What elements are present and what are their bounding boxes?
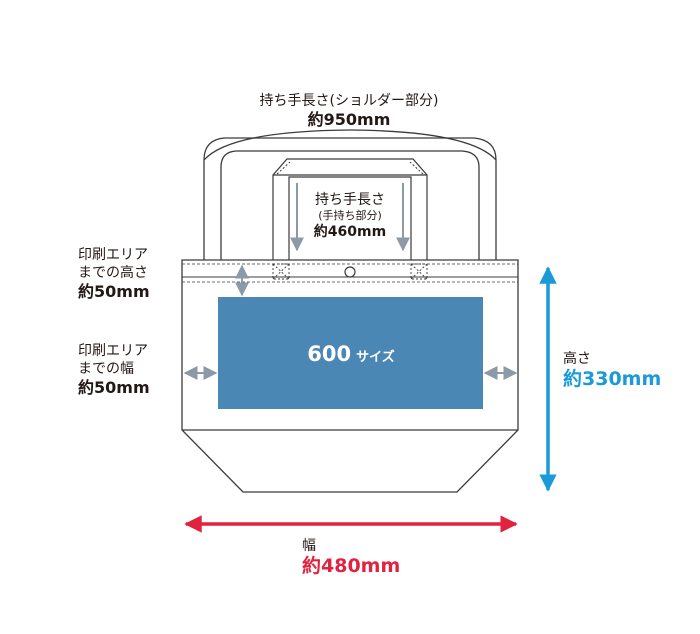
hand-handle-title: 持ち手長さ xyxy=(315,192,385,208)
print-area-unit: サイズ xyxy=(356,350,395,365)
width-title: 幅 xyxy=(302,538,316,554)
print-top-label: 印刷エリア までの高さ 約50mm xyxy=(78,246,150,302)
print-area xyxy=(218,297,483,409)
shoulder-handle-title: 持ち手長さ(ショルダー部分) xyxy=(259,93,439,109)
hand-handle-sub: (手持ち部分) xyxy=(318,209,382,222)
height-label: 高さ 約330mm xyxy=(563,350,661,390)
snap-button-icon xyxy=(344,266,356,278)
width-value: 約480mm xyxy=(302,555,401,577)
shoulder-handle-value: 約950mm xyxy=(307,110,391,129)
print-top-value: 約50mm xyxy=(78,282,150,301)
handle-patches xyxy=(272,263,428,280)
print-side-value: 約50mm xyxy=(78,378,150,397)
print-side-line2: までの幅 xyxy=(78,361,134,377)
hand-handle-label: 持ち手長さ (手持ち部分) 約460mm xyxy=(314,191,386,241)
print-top-line2: までの高さ xyxy=(78,265,148,281)
print-area-label: 600 サイズ xyxy=(307,342,395,366)
hand-strap xyxy=(272,158,428,260)
hand-handle-value: 約460mm xyxy=(313,224,387,240)
print-side-line1: 印刷エリア xyxy=(78,343,148,359)
height-title: 高さ xyxy=(563,351,591,367)
height-value: 約330mm xyxy=(563,368,662,390)
dimension-arrows xyxy=(183,183,518,380)
print-area-size: 600 xyxy=(307,342,352,366)
shoulder-handle-label: 持ち手長さ(ショルダー部分) 約950mm xyxy=(260,92,439,130)
width-label: 幅 約480mm xyxy=(302,537,400,577)
print-top-line1: 印刷エリア xyxy=(78,247,148,263)
shoulder-strap xyxy=(203,129,497,260)
print-side-label: 印刷エリア までの幅 約50mm xyxy=(78,342,150,398)
